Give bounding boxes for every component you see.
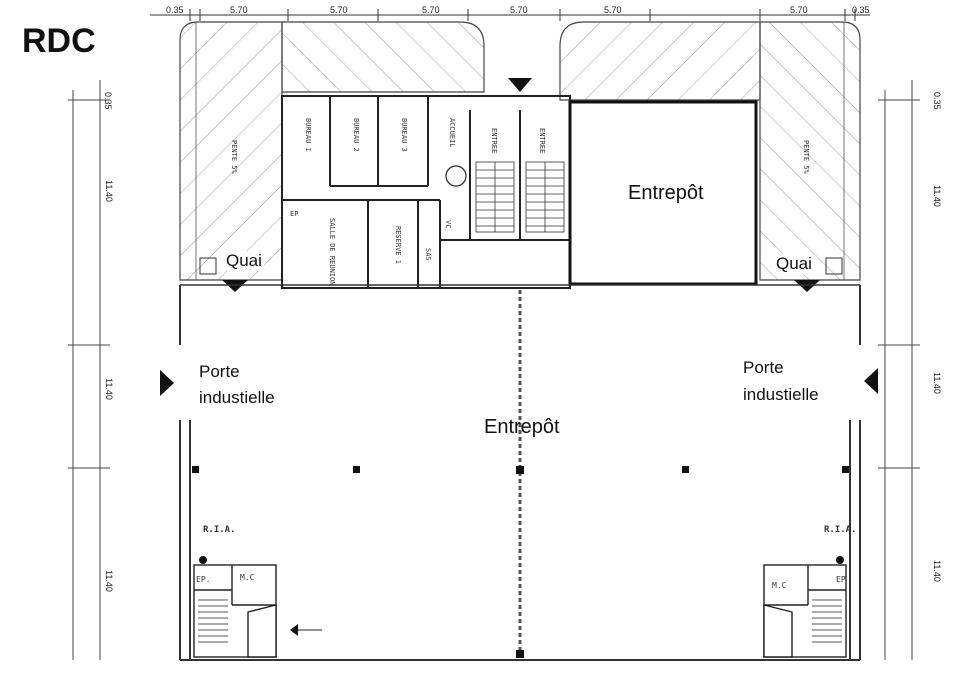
right-dimension-line (878, 80, 920, 660)
columns (192, 466, 849, 658)
dim-top-4: 5.70 (510, 5, 528, 15)
label-quai-right: Quai (774, 254, 814, 275)
ramp-left-inner (281, 21, 485, 93)
label-entrepot-upper: Entrepôt (628, 182, 704, 204)
label-porte-right-line2: industielle (743, 385, 819, 404)
room-entree-1: ENTREE (490, 128, 498, 153)
room-entree-2: ENTREE (538, 128, 546, 153)
mc-left: M.C (240, 573, 255, 582)
dim-top-1: 5.70 (230, 5, 248, 15)
label-quai-left: Quai (224, 251, 264, 272)
mc-right: M.C (772, 581, 787, 590)
ramp-right: PENTE 5% (759, 21, 861, 281)
stairs-right (525, 161, 565, 233)
label-porte-left-line1: Porte (199, 362, 240, 381)
label-porte-left-line2: industielle (199, 388, 275, 407)
quai-right-box (825, 257, 843, 275)
ep-left: EP. (196, 575, 210, 584)
pente-right-label: PENTE 5% (802, 140, 810, 175)
ria-left: R.I.A. (203, 525, 236, 535)
office-block (281, 95, 571, 289)
dim-top-7: 0.35 (852, 5, 870, 15)
ria-left-symbol (199, 556, 207, 564)
dim-top-5: 5.70 (604, 5, 622, 15)
marker-porte-left (160, 370, 174, 396)
dim-left-0: 0.35 (103, 92, 113, 110)
room-accueil: ACCUEIL (448, 118, 456, 148)
arrow-left-head (290, 624, 298, 636)
ramp-right-inner (559, 21, 761, 101)
accueil-desk (445, 165, 467, 187)
marker-quai-left (222, 280, 248, 292)
marker-quai-right (794, 280, 820, 292)
dim-top-6: 5.70 (790, 5, 808, 15)
quai-left-box (199, 257, 217, 275)
label-entrepot-main: Entrepôt (484, 416, 560, 438)
room-bureau-1: BUREAU 1 (304, 118, 312, 152)
dim-right-1: 11.40 (932, 185, 942, 207)
warehouse-upper (568, 100, 758, 286)
ria-right-symbol (836, 556, 844, 564)
ria-right: R.I.A. (824, 525, 857, 535)
stair-block-right (763, 564, 847, 658)
dim-top-0: 0.35 (166, 5, 184, 15)
dim-right-2: 11.40 (932, 372, 942, 394)
label-porte-right-line1: Porte (743, 358, 784, 377)
floor-title: RDC (22, 22, 96, 60)
dim-right-0: 0.35 (932, 92, 942, 110)
room-vc: VC (444, 220, 452, 228)
dim-right-3: 11.40 (932, 560, 942, 582)
stair-block-left (193, 564, 277, 658)
dim-top-2: 5.70 (330, 5, 348, 15)
left-dimension-line (68, 80, 110, 660)
room-bureau-2: BUREAU 2 (352, 118, 360, 152)
room-reserve-1: RESERVE 1 (394, 226, 402, 264)
dim-left-2: 11.40 (104, 378, 114, 400)
stairs-left (475, 161, 515, 233)
dim-left-1: 11.40 (104, 180, 114, 202)
room-sas: SAS (424, 248, 432, 261)
room-bureau-3: BUREAU 3 (400, 118, 408, 152)
dim-left-3: 11.40 (104, 570, 114, 592)
room-ep: EP (290, 210, 298, 218)
room-salle-reunion: SALLE DE REUNION (328, 218, 336, 285)
dim-top-3: 5.70 (422, 5, 440, 15)
top-dimension-line: 0.35 5.70 5.70 5.70 5.70 5.70 5.70 0.35 (150, 5, 870, 21)
ramp-left: PENTE 5% (179, 21, 283, 281)
ep-right: EP (836, 575, 846, 584)
marker-top-triangle (508, 78, 532, 92)
warehouse-main-walls (179, 285, 861, 661)
marker-porte-right (864, 368, 878, 394)
pente-left-label: PENTE 5% (230, 140, 238, 175)
